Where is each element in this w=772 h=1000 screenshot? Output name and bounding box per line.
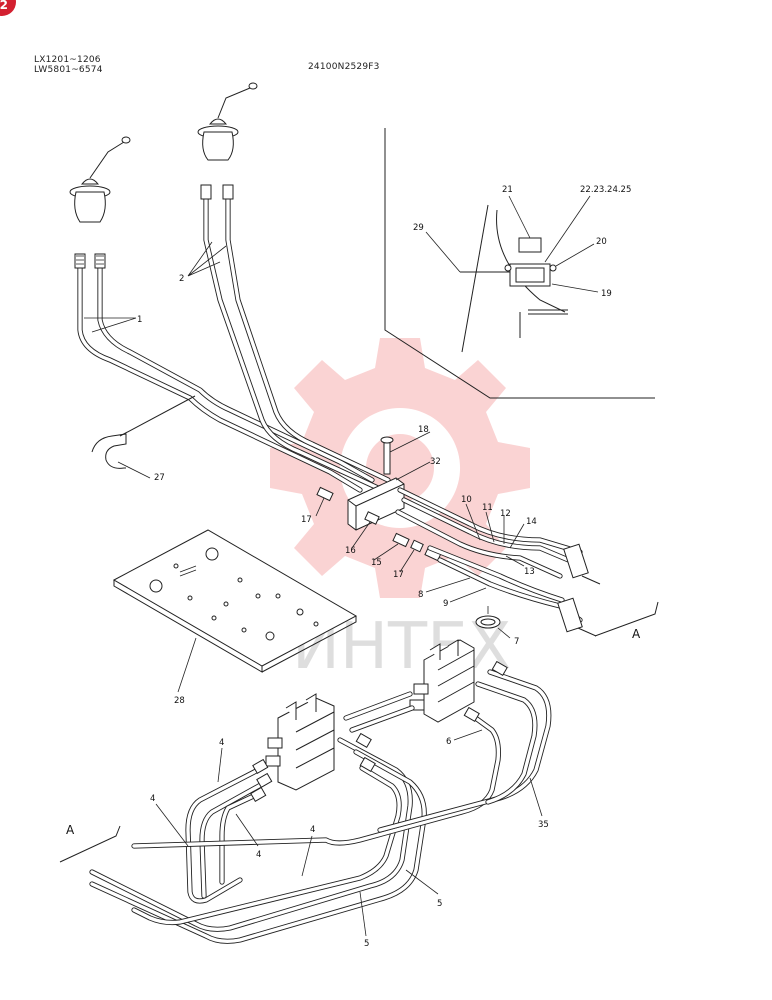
callout-29: 29 bbox=[413, 223, 424, 233]
bolt-18 bbox=[383, 439, 391, 475]
callout-4c: 4 bbox=[256, 850, 261, 860]
callout-1: 1 bbox=[137, 315, 142, 325]
watermark-logo bbox=[270, 338, 530, 598]
lower-hoses bbox=[89, 660, 552, 944]
callout-22-25: 22.23.24.25 bbox=[580, 185, 631, 195]
callout-8: 8 bbox=[418, 590, 423, 600]
callout-16: 16 bbox=[345, 546, 356, 556]
cover-plate-28 bbox=[112, 529, 358, 673]
callout-6: 6 bbox=[446, 737, 451, 747]
callout-5b: 5 bbox=[364, 939, 369, 949]
hoses-8-14 bbox=[395, 487, 601, 637]
callout-4a: 4 bbox=[219, 738, 224, 748]
cab-outline bbox=[384, 128, 655, 399]
manifold-block bbox=[347, 436, 405, 531]
callout-12: 12 bbox=[500, 509, 511, 519]
callout-19: 19 bbox=[601, 289, 612, 299]
model-range-1: LX1201~1206 bbox=[34, 55, 101, 65]
callout-10: 10 bbox=[461, 495, 472, 505]
callout-4d: 4 bbox=[310, 825, 315, 835]
callout-27: 27 bbox=[154, 473, 165, 483]
callout-20: 20 bbox=[596, 237, 607, 247]
control-valve-right bbox=[409, 639, 475, 723]
callout-2: 2 bbox=[179, 274, 184, 284]
callout-17b: 17 bbox=[393, 570, 404, 580]
joystick-right bbox=[197, 82, 258, 161]
callout-5a: 5 bbox=[437, 899, 442, 909]
callout-11: 11 bbox=[482, 503, 493, 513]
joystick-left bbox=[69, 136, 131, 223]
callout-35: 35 bbox=[538, 820, 549, 830]
relay-unit bbox=[518, 237, 542, 253]
callout-15: 15 bbox=[371, 558, 382, 568]
model-range-2: LW5801~6574 bbox=[34, 65, 103, 75]
clamp-7 bbox=[475, 615, 501, 629]
callout-21: 21 bbox=[502, 185, 513, 195]
drawing-number: 24100N2529F3 bbox=[308, 62, 380, 72]
callout-13: 13 bbox=[524, 567, 535, 577]
callout-18: 18 bbox=[418, 425, 429, 435]
callout-9: 9 bbox=[443, 599, 448, 609]
section-A-right bbox=[594, 601, 659, 637]
section-label-A-left: A bbox=[66, 823, 75, 837]
callout-32: 32 bbox=[430, 457, 441, 467]
hose-hook-27 bbox=[91, 395, 196, 479]
relay-bracket bbox=[504, 237, 557, 287]
control-valve-left bbox=[265, 693, 335, 791]
pilot-hoses-2 bbox=[200, 184, 391, 491]
section-A-left bbox=[59, 825, 121, 863]
callout-14: 14 bbox=[526, 517, 537, 527]
callout-28: 28 bbox=[174, 696, 185, 706]
callout-4b: 4 bbox=[150, 794, 155, 804]
pilot-hoses-1 bbox=[74, 253, 375, 493]
callout-17a: 17 bbox=[301, 515, 312, 525]
fittings bbox=[316, 486, 442, 562]
section-label-A-right: A bbox=[632, 627, 641, 641]
callout-7: 7 bbox=[514, 637, 519, 647]
